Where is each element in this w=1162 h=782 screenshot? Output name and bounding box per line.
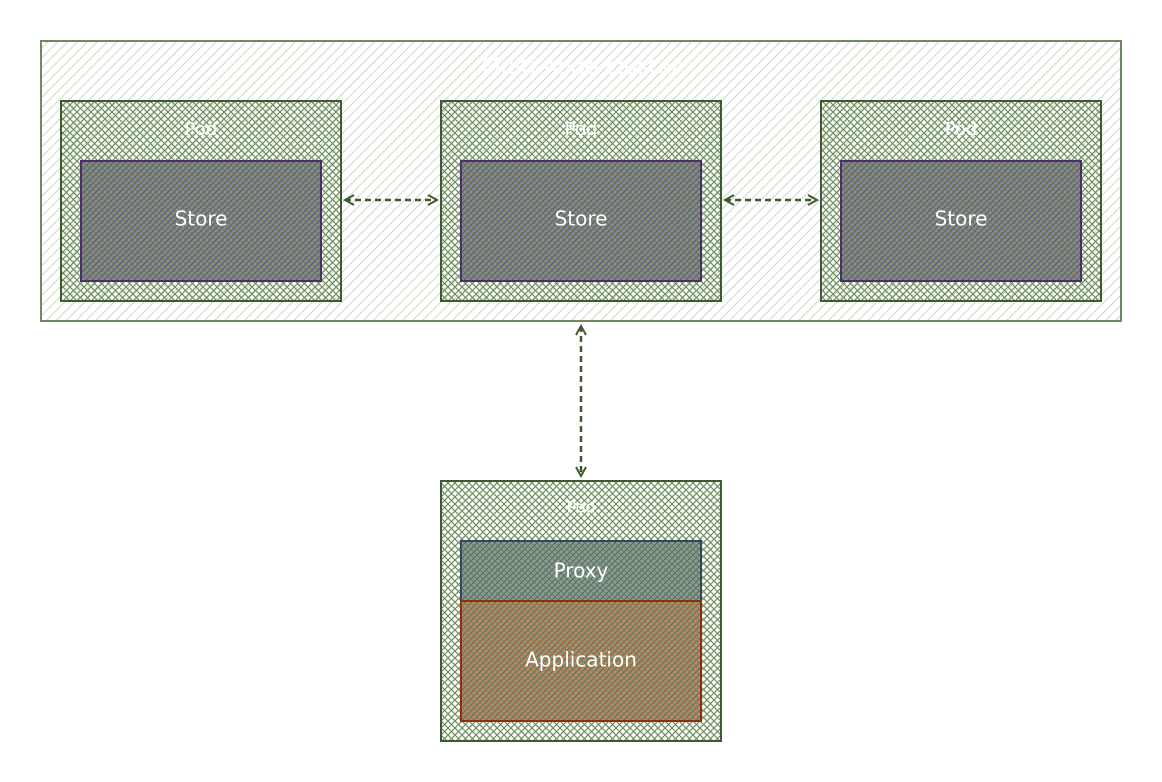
cluster-label: Multi-node cluster: [482, 55, 681, 80]
store-box[interactable]: Store: [840, 160, 1082, 282]
application-box[interactable]: Application: [460, 600, 702, 722]
pod-1[interactable]: Pod Store: [60, 100, 342, 302]
proxy-box[interactable]: Proxy: [460, 540, 702, 602]
pod-2[interactable]: Pod Store: [440, 100, 722, 302]
store-label: Store: [935, 207, 988, 231]
client-pod-label: Pod: [566, 498, 595, 517]
client-pod[interactable]: Pod Proxy Application: [440, 480, 722, 742]
store-box[interactable]: Store: [460, 160, 702, 282]
pod-label: Pod: [185, 119, 218, 140]
pod-label: Pod: [565, 119, 598, 140]
pod-label: Pod: [945, 119, 978, 140]
application-label: Application: [525, 648, 637, 672]
store-box[interactable]: Store: [80, 160, 322, 282]
store-label: Store: [555, 207, 608, 231]
proxy-label: Proxy: [554, 559, 609, 583]
store-label: Store: [175, 207, 228, 231]
pod-3[interactable]: Pod Store: [820, 100, 1102, 302]
